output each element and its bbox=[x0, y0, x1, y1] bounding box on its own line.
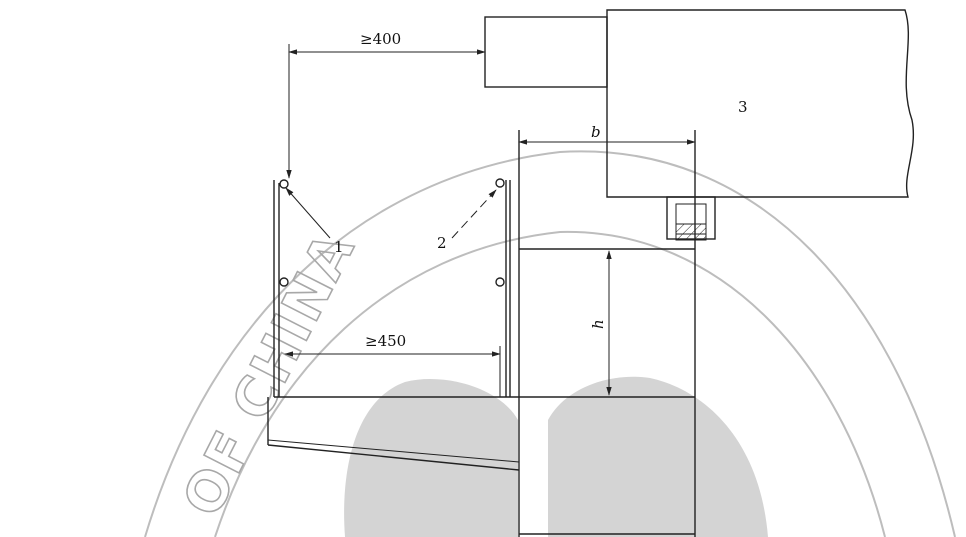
cage-bottom-diagonal bbox=[267, 444, 520, 471]
hitch-hatched-block bbox=[675, 223, 707, 241]
platform bbox=[518, 130, 696, 537]
vehicle-main-box bbox=[606, 9, 915, 198]
watermark-seal: OF CHINA bbox=[144, 150, 956, 537]
vehicle-front-box bbox=[484, 16, 608, 88]
height-h-label: h bbox=[589, 319, 607, 329]
left-rail-top-knob bbox=[279, 179, 289, 189]
vehicle-body bbox=[484, 9, 915, 241]
cage-bottom-diagonal-2 bbox=[267, 439, 520, 463]
width-b-label: b bbox=[591, 123, 601, 141]
callout-1-label: 1 bbox=[334, 238, 344, 256]
dimension-width-b: b bbox=[518, 123, 696, 145]
dimension-top-clearance: ≥400 bbox=[286, 30, 486, 179]
callout-2: 2 bbox=[437, 189, 497, 252]
callout-1-leader bbox=[285, 187, 331, 239]
watermark-emblem-left bbox=[344, 379, 518, 537]
watermark-text: OF CHINA bbox=[170, 222, 367, 526]
callout-3: 3 bbox=[738, 98, 748, 116]
callout-3-label: 3 bbox=[738, 98, 748, 116]
watermark-emblem-right bbox=[548, 376, 768, 537]
dimension-walkway-width: ≥450 bbox=[284, 332, 501, 397]
callout-2-leader bbox=[451, 189, 497, 239]
right-rail-top-knob bbox=[495, 178, 505, 188]
walkway-cage bbox=[267, 178, 695, 471]
callout-2-label: 2 bbox=[437, 234, 447, 252]
callout-1: 1 bbox=[285, 187, 344, 256]
walkway-width-label: ≥450 bbox=[365, 332, 406, 350]
watermark-outer-ring bbox=[144, 150, 956, 537]
top-clearance-label: ≥400 bbox=[360, 30, 401, 48]
right-rail-mid-knob bbox=[495, 277, 505, 287]
dimension-height-h: h bbox=[589, 250, 612, 396]
watermark-inner-ring bbox=[214, 230, 886, 537]
left-rail-mid-knob bbox=[279, 277, 289, 287]
